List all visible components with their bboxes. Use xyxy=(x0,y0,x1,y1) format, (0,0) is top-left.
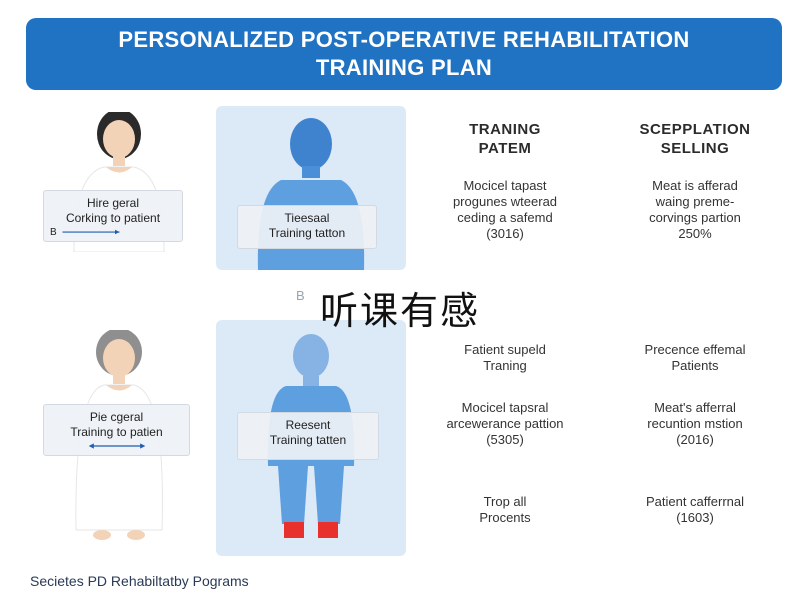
center-label-bottom: Reesent Training tatten xyxy=(237,412,379,460)
left-label-top-line1: Hire geral xyxy=(86,196,140,210)
left-label-bottom-line2: Training to patien xyxy=(70,425,163,439)
cell-text: Fatient supeld xyxy=(464,342,546,357)
cell-text: progunes wteerad xyxy=(452,194,558,209)
left-label-bottom: Pie cgeral Training to patien xyxy=(43,404,190,456)
cell-text: waing preme- xyxy=(655,194,735,209)
footer-caption: Secietes PD Rehabiltatby Pograms xyxy=(30,573,249,589)
left-label-bottom-line1: Pie cgeral xyxy=(89,410,144,424)
title-line-2: TRAINING PLAN xyxy=(315,55,493,80)
column-header-scepplation-line2: SELLING xyxy=(660,140,730,157)
cell-text: ceding a safemd xyxy=(457,210,553,225)
cell-text: Precence effemal xyxy=(644,342,746,357)
cell-text: (5305) xyxy=(486,432,524,447)
column2-cell-4: Patient cafferrnal (1603) xyxy=(605,494,785,526)
cell-text: corvings partion xyxy=(649,210,741,225)
cell-text: Procents xyxy=(479,510,531,525)
column1-cell-2: Fatient supeld Traning xyxy=(420,342,590,374)
cell-text: (3016) xyxy=(486,226,524,241)
watermark-text: 听课有感 xyxy=(319,289,480,333)
column2-cell-2: Precence effemal Patients xyxy=(605,342,785,374)
cell-text: Traning xyxy=(483,358,527,373)
left-label-top-line3: B xyxy=(50,226,57,238)
center-label-top-line1: Tieesaal xyxy=(284,211,330,225)
column1-cell-4: Trop all Procents xyxy=(420,494,590,526)
column-header-training: TRANING PATEM xyxy=(430,120,580,158)
cell-text: Patient cafferrnal xyxy=(645,494,745,509)
cell-text: (1603) xyxy=(676,510,714,525)
cell-text: recuntion mstion xyxy=(647,416,743,431)
left-label-top: Hire geral Corking to patient B xyxy=(43,190,183,242)
column-header-training-line1: TRANING xyxy=(469,121,541,138)
cell-text: Mocicel tapast xyxy=(463,178,547,193)
cell-text: Trop all xyxy=(483,494,527,509)
center-label-bottom-line2: Training tatten xyxy=(269,433,347,447)
double-arrow-icon xyxy=(88,443,145,449)
faint-mark: B xyxy=(296,288,305,303)
left-label-top-line2: Corking to patient xyxy=(65,211,161,225)
title-banner: PERSONALIZED POST-OPERATIVE REHABILITATI… xyxy=(26,18,782,90)
center-label-top: Tieesaal Training tatton xyxy=(237,205,377,249)
cell-text: Patients xyxy=(671,358,719,373)
cell-text: Meat's afferral xyxy=(654,400,736,415)
cell-text: (2016) xyxy=(676,432,714,447)
column-header-scepplation-line1: SCEPPLATION xyxy=(639,121,751,138)
cell-text: Meat is afferad xyxy=(652,178,738,193)
column2-cell-3: Meat's afferral recuntion mstion (2016) xyxy=(605,400,785,448)
cell-text: arcewerance pattion xyxy=(446,416,564,431)
double-arrow-icon xyxy=(62,229,120,235)
center-label-top-line2: Training tatton xyxy=(268,226,346,240)
title-line-1: PERSONALIZED POST-OPERATIVE REHABILITATI… xyxy=(118,27,690,52)
column-header-scepplation: SCEPPLATION SELLING xyxy=(610,120,780,158)
center-label-bottom-line1: Reesent xyxy=(285,418,331,432)
column-header-training-line2: PATEM xyxy=(478,140,532,157)
cell-text: 250% xyxy=(678,226,712,241)
column1-cell-1: Mocicel tapast progunes wteerad ceding a… xyxy=(420,178,590,242)
cell-text: Mocicel tapsral xyxy=(461,400,549,415)
column1-cell-3: Mocicel tapsral arcewerance pattion (530… xyxy=(420,400,590,448)
column2-cell-1: Meat is afferad waing preme- corvings pa… xyxy=(605,178,785,242)
